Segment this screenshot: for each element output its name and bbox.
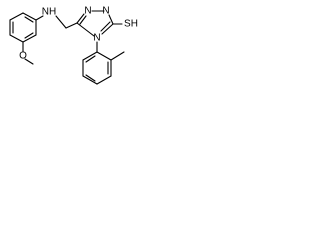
amine-nh-label: NH <box>42 7 56 18</box>
methoxyphenyl-ring <box>9 12 37 43</box>
methoxy-oxygen-label: O <box>19 51 27 62</box>
methyl-group <box>110 51 125 61</box>
triazole-nitrogen-right-label: N <box>102 6 109 17</box>
thiol-label: SH <box>124 19 138 30</box>
chemical-structure: NH O N N N SH <box>9 6 138 85</box>
aminomethyl-linker <box>35 15 78 29</box>
methoxy-group <box>22 41 34 65</box>
triazole-nitrogen-top-label: N <box>84 6 91 17</box>
triazole-nitrogen-4-label: N <box>93 33 100 44</box>
tolyl-ring <box>82 51 112 85</box>
triazole-ring <box>76 10 114 37</box>
